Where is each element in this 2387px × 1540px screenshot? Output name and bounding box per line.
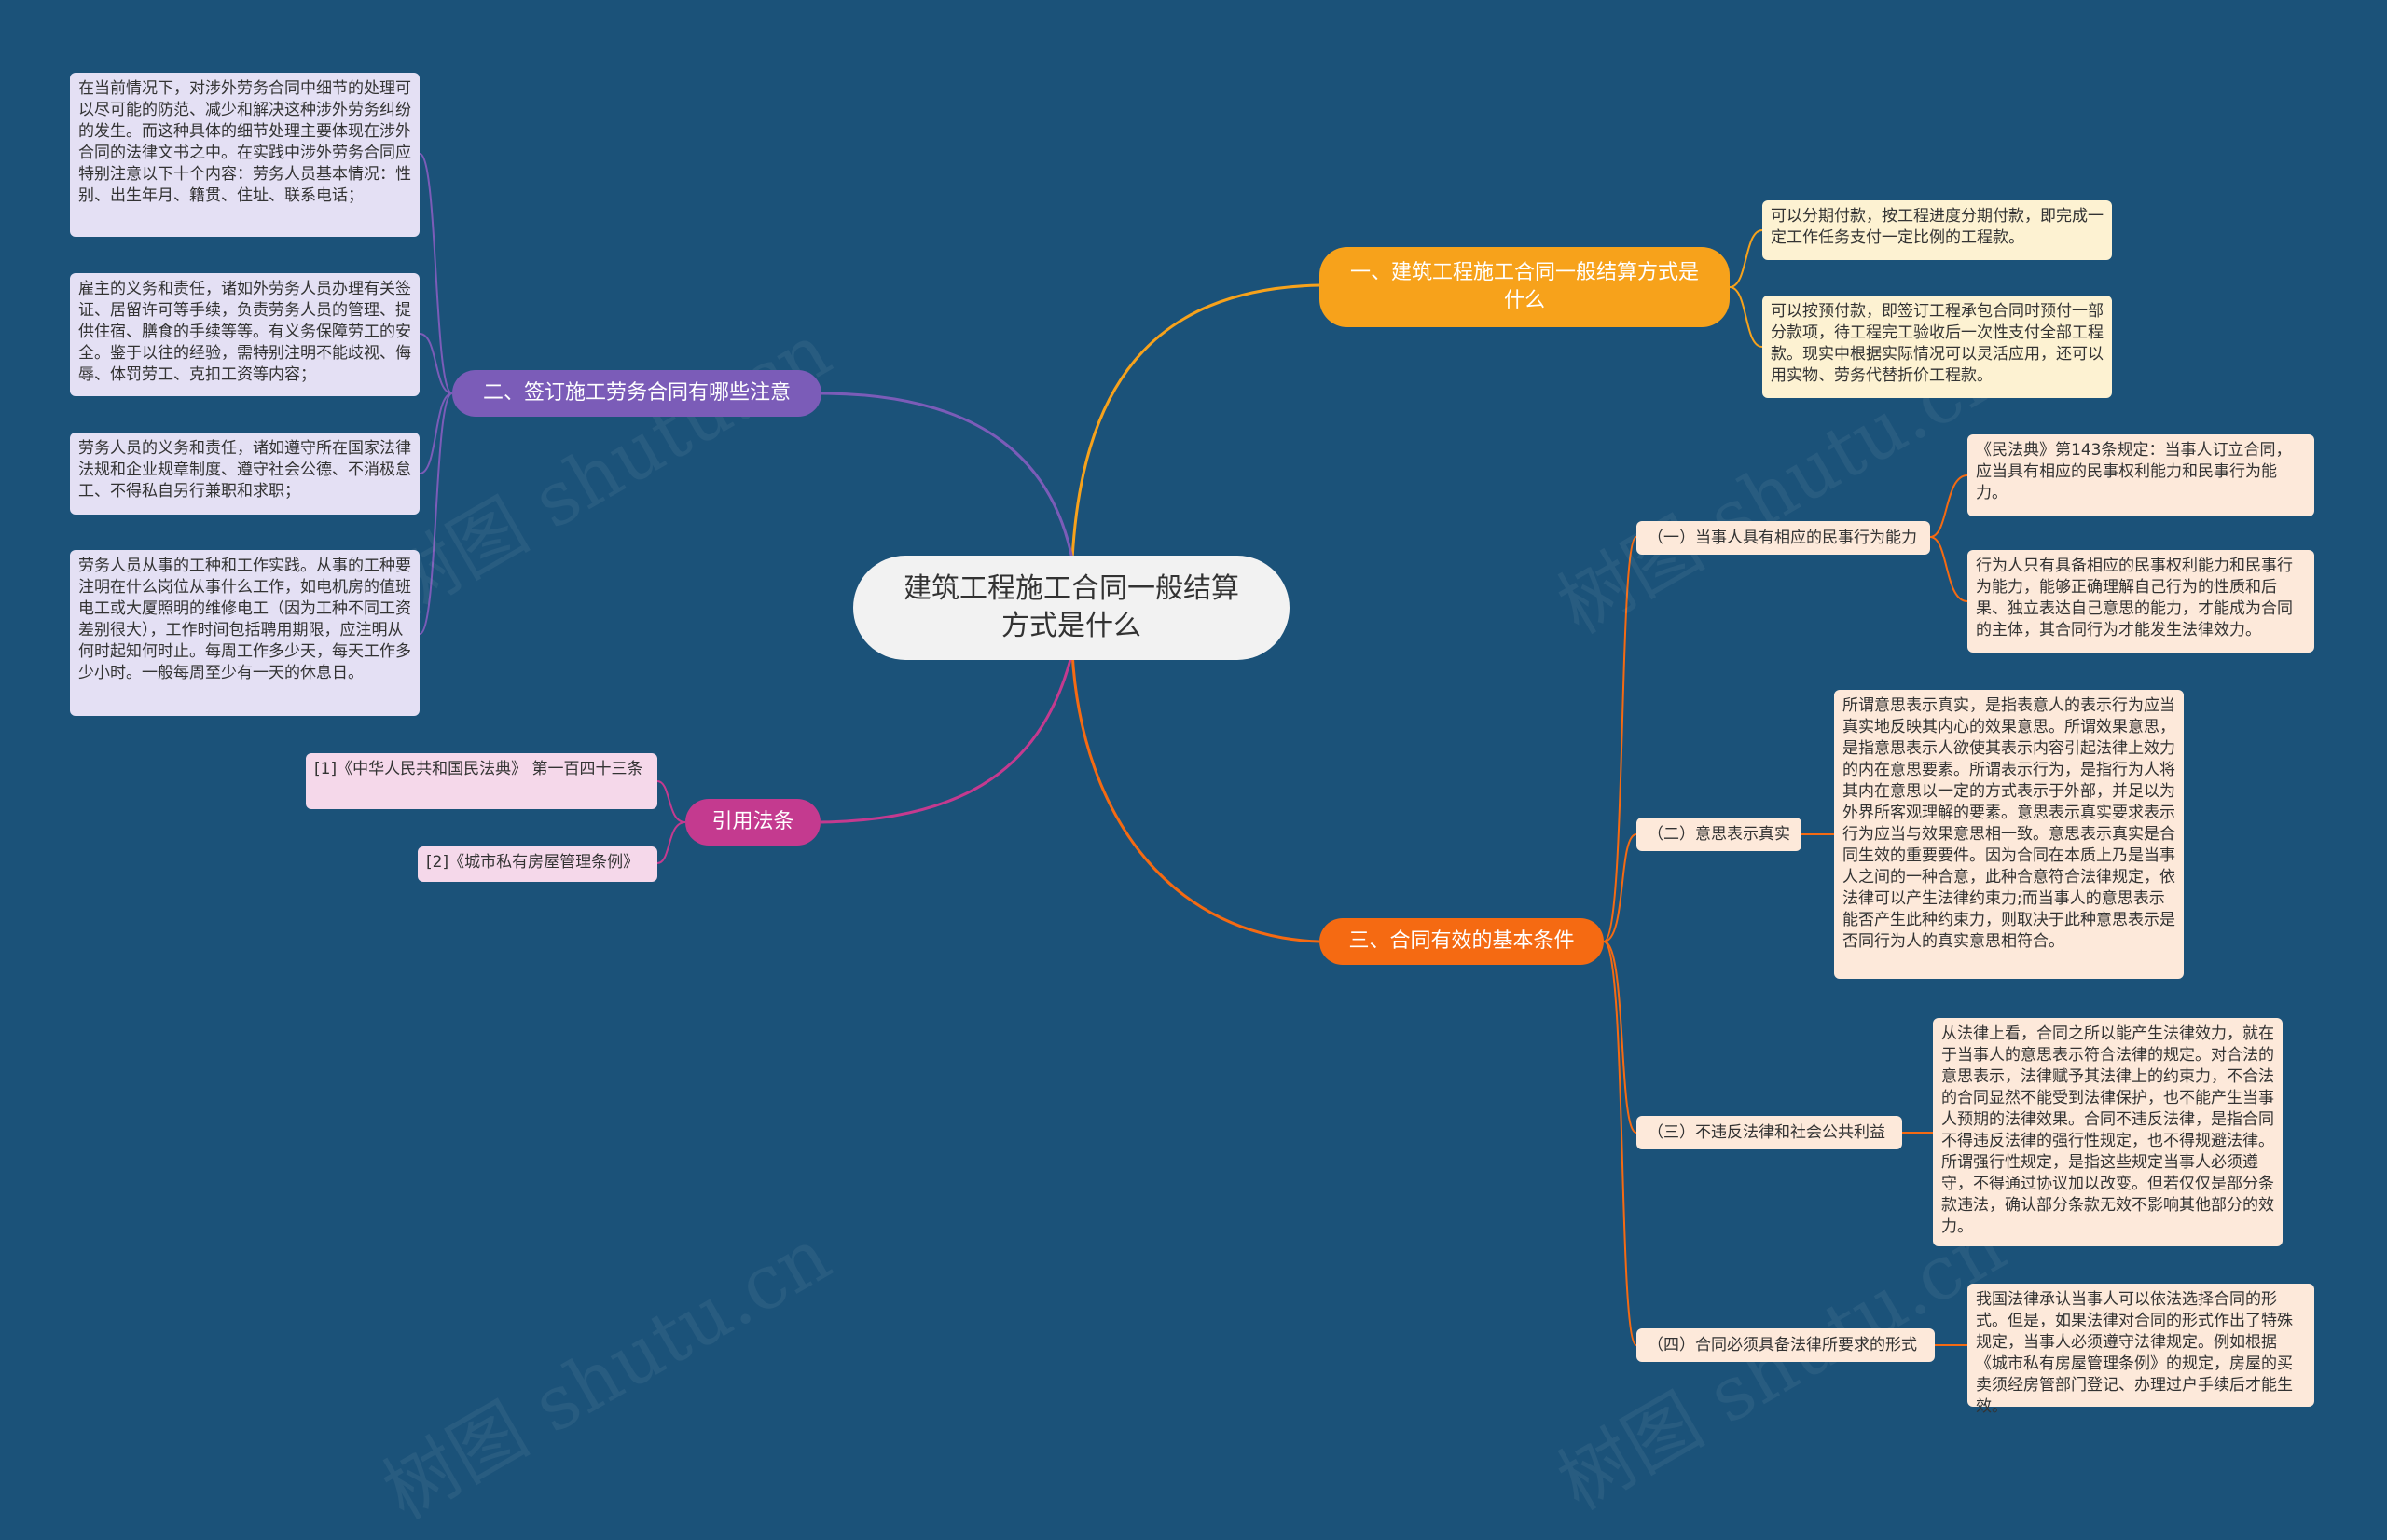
branch-cited-laws[interactable]: 引用法条 <box>685 799 821 846</box>
leaf-civil-code-citation[interactable]: [1]《中华人民共和国民法典》 第一百四十三条 <box>306 753 657 809</box>
sub-legal-form[interactable]: （四）合同必须具备法律所要求的形式 <box>1636 1328 1935 1362</box>
leaf-legality-explained[interactable]: 从法律上看，合同之所以能产生法律效力，就在于当事人的意思表示符合法律的规定。对合… <box>1933 1018 2283 1246</box>
leaf-capacity-explained[interactable]: 行为人只有具备相应的民事权利能力和民事行为能力，能够正确理解自己行为的性质和后果… <box>1967 550 2314 653</box>
sub-civil-capacity[interactable]: （一）当事人具有相应的民事行为能力 <box>1636 521 1930 555</box>
leaf-worker-duties[interactable]: 劳务人员的义务和责任，诸如遵守所在国家法律法规和企业规章制度、遵守社会公德、不消… <box>70 433 420 515</box>
leaf-advance-payment[interactable]: 可以按预付款，即签订工程承包合同时预付一部分款项，待工程完工验收后一次性支付全部… <box>1762 296 2112 398</box>
leaf-work-type-and-hours[interactable]: 劳务人员从事的工种和工作实践。从事的工种要注明在什么岗位从事什么工作，如电机房的… <box>70 550 420 716</box>
branch-settlement-methods[interactable]: 一、建筑工程施工合同一般结算方式是什么 <box>1319 247 1730 327</box>
leaf-housing-regulation-citation[interactable]: [2]《城市私有房屋管理条例》 <box>418 846 657 882</box>
central-topic[interactable]: 建筑工程施工合同一般结算方式是什么 <box>853 556 1290 660</box>
sub-true-intent[interactable]: （二）意思表示真实 <box>1636 818 1801 851</box>
connector-lines <box>419 153 1968 1346</box>
leaf-civil-code-143[interactable]: 《民法典》第143条规定：当事人订立合同，应当具有相应的民事权利能力和民事行为能… <box>1967 434 2314 516</box>
leaf-installment-payment[interactable]: 可以分期付款，按工程进度分期付款，即完成一定工作任务支付一定比例的工程款。 <box>1762 200 2112 260</box>
sub-no-law-violation[interactable]: （三）不违反法律和社会公共利益 <box>1636 1116 1902 1149</box>
leaf-employer-duties[interactable]: 雇主的义务和责任，诸如外劳务人员办理有关签证、居留许可等手续，负责劳务人员的管理… <box>70 273 420 396</box>
leaf-form-explained[interactable]: 我国法律承认当事人可以依法选择合同的形式。但是，如果法律对合同的形式作出了特殊规… <box>1967 1284 2314 1416</box>
leaf-true-intent-explained[interactable]: 所谓意思表示真实，是指表意人的表示行为应当真实地反映其内心的效果意思。所谓效果意… <box>1834 690 2184 979</box>
branch-contract-validity-conditions[interactable]: 三、合同有效的基本条件 <box>1319 918 1604 965</box>
leaf-foreign-labor-details[interactable]: 在当前情况下，对涉外劳务合同中细节的处理可以尽可能的防范、减少和解决这种涉外劳务… <box>70 73 420 237</box>
branch-labor-contract-notes[interactable]: 二、签订施工劳务合同有哪些注意 <box>452 370 821 417</box>
